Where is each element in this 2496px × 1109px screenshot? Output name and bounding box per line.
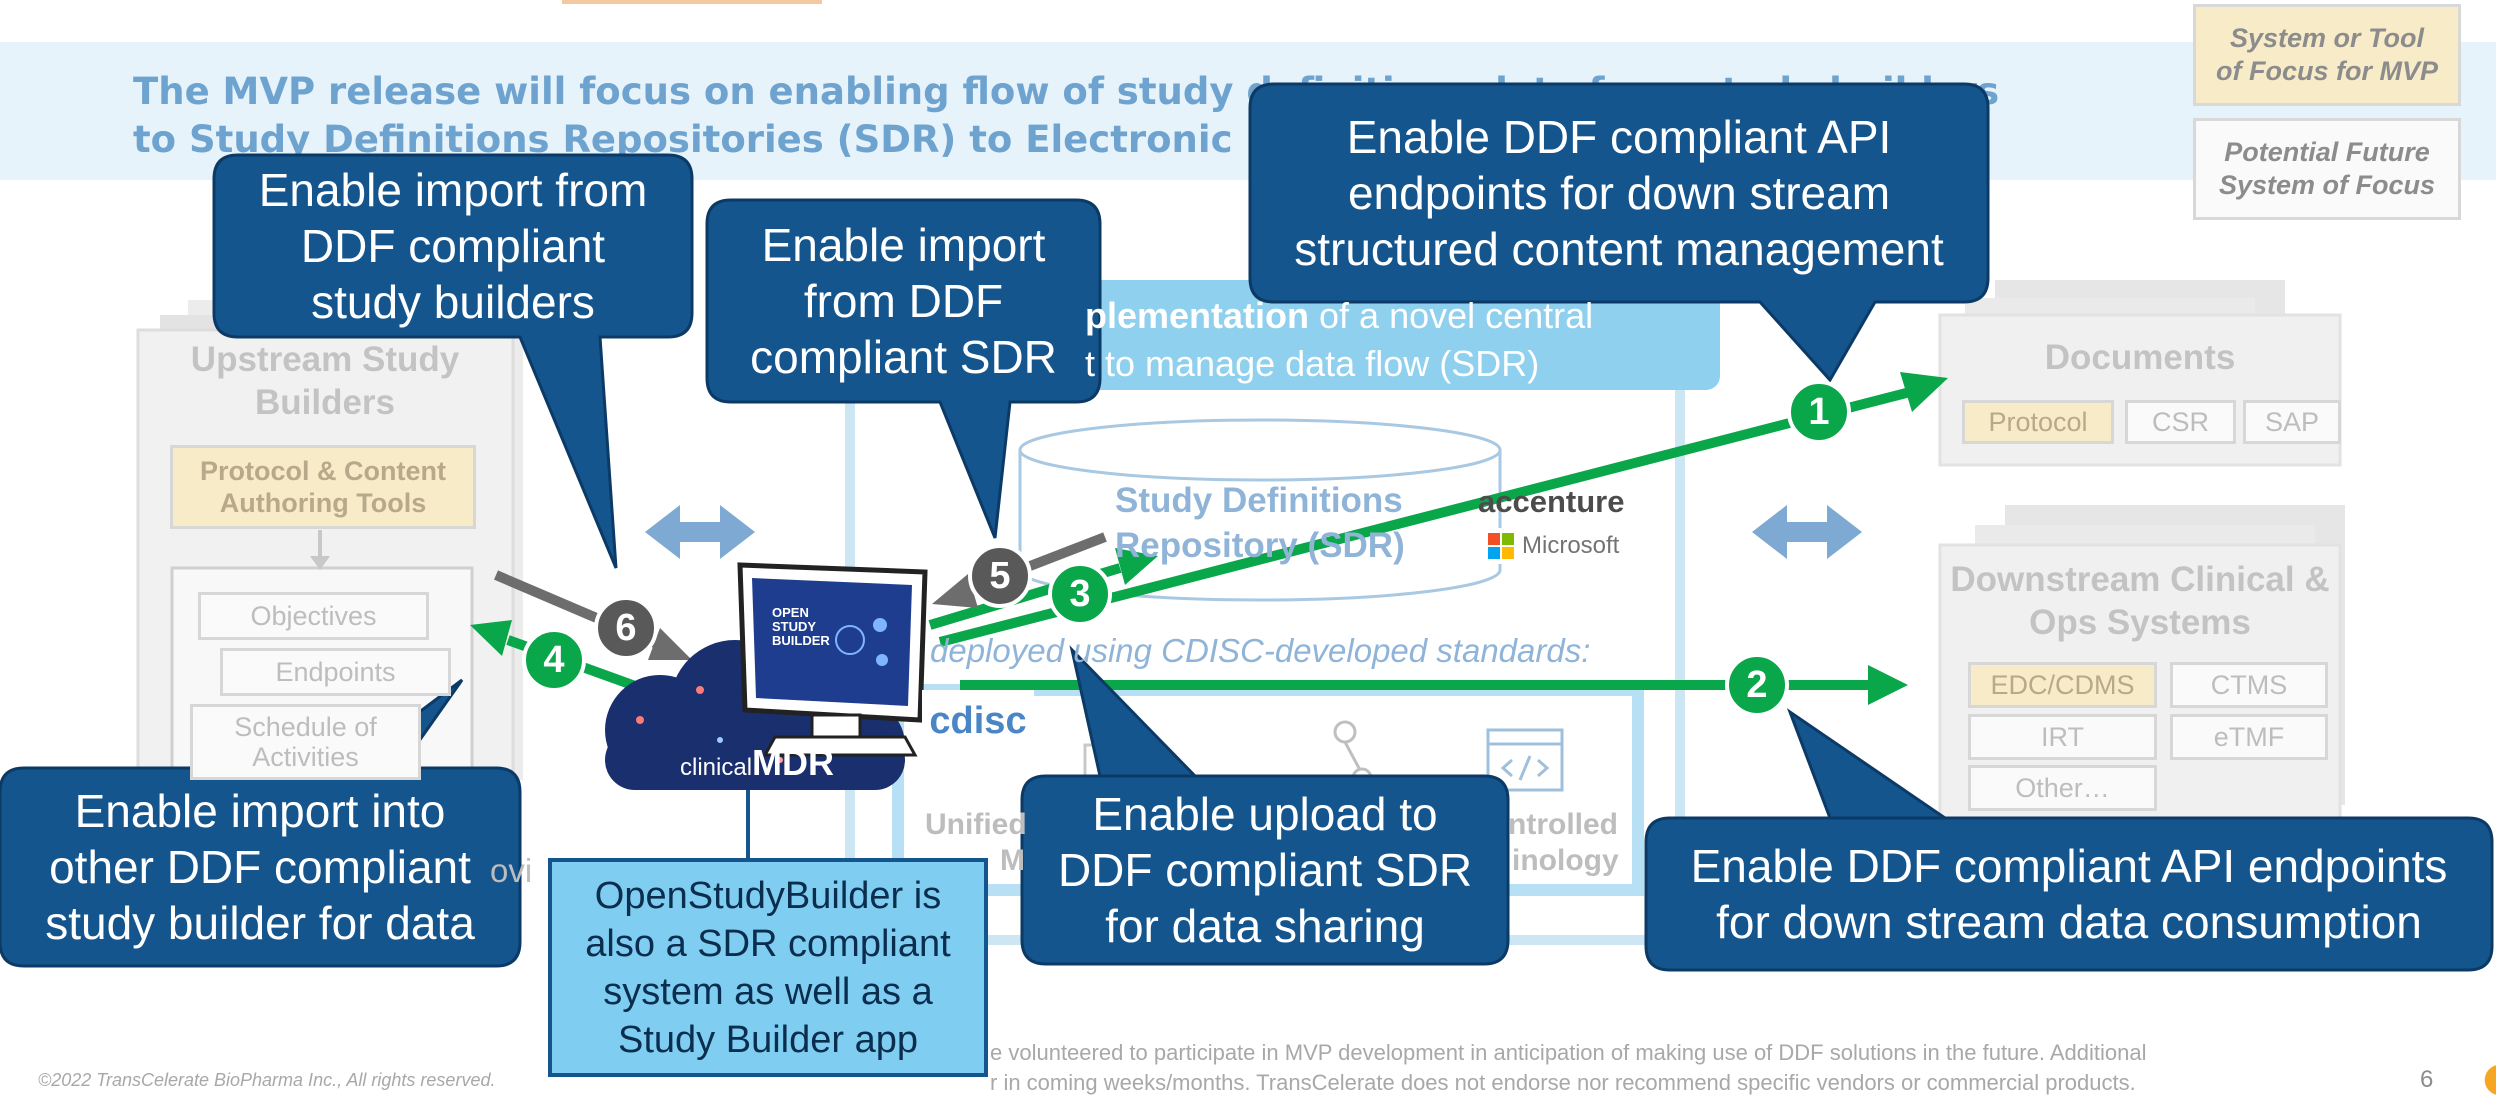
center-title: plementation of a novel central t to mana… [1085, 292, 1725, 388]
arrow-1-head [1900, 372, 1948, 412]
arrow-2-head [1868, 665, 1908, 705]
callout-1-shape [212, 153, 694, 569]
controlled-label-a: ntrolled [1508, 808, 1618, 841]
step-4-badge: 4 [522, 628, 586, 692]
center-title-rest: of a novel central [1309, 295, 1594, 336]
upstream-provider-fragment: ovi [490, 852, 533, 889]
callout-import-from-sdr: Enable import from DDF compliant SDR [750, 219, 1057, 383]
step-2-badge: 2 [1725, 653, 1789, 717]
arrow-5-head [932, 574, 978, 608]
legend-focus: System or Tool of Focus for MVP [2193, 4, 2461, 106]
microsoft-label: Microsoft [1522, 532, 1620, 559]
callout-6-shape [1644, 708, 2494, 972]
callout-upload-to-sdr: Enable upload to DDF compliant SDR for d… [1057, 788, 1473, 952]
legend-future: Potential Future System of Focus [2193, 118, 2461, 220]
sys-ctms: CTMS [2170, 662, 2328, 708]
sys-other: Other… [1968, 765, 2157, 811]
sys-irt: IRT [1968, 714, 2157, 760]
center-title-bold: plementation [1085, 295, 1310, 336]
sys-edc: EDC/CDMS [1968, 662, 2157, 708]
computer-monitor-icon [737, 562, 928, 757]
doc-protocol: Protocol [1962, 400, 2114, 444]
objectives-chip: Objectives [198, 592, 429, 640]
downstream-title: Downstream Clinical & Ops Systems [1950, 560, 2330, 642]
center-title-line2: t to manage data flow (SDR) [1085, 343, 1540, 384]
sdr-cylinder-top [1018, 418, 1502, 482]
step-3-badge: 3 [1048, 562, 1112, 626]
step-1-badge: 1 [1787, 380, 1851, 444]
endpoints-chip: Endpoints [220, 648, 451, 696]
arrow-4-head [470, 620, 512, 656]
osb-screen-title: OPEN STUDY BUILDER [772, 605, 830, 648]
transcelerate-logo-icon [2470, 1058, 2496, 1102]
osb-box [548, 858, 988, 1077]
top-accent-bar [562, 0, 822, 4]
callout-api-structured-content: Enable DDF compliant API endpoints for d… [1294, 111, 1944, 275]
step-5-badge: 5 [968, 544, 1032, 608]
page-number: 6 [2420, 1066, 2434, 1093]
upstream-title: Upstream Study Builders [190, 340, 460, 422]
unified-label-b: M [1000, 844, 1025, 877]
unified-label-a: Unified [925, 808, 1027, 841]
deployed-text: deployed using CDISC-developed standards… [930, 632, 1591, 669]
step-6-badge: 6 [594, 596, 658, 660]
sys-etmf: eTMF [2170, 714, 2328, 760]
microsoft-logo: Microsoft [1488, 528, 1626, 564]
authoring-tools-box: Protocol & Content Authoring Tools [170, 445, 476, 529]
clinical-mdr-logo: clinicalMDR [680, 742, 834, 784]
right-double-arrow [1752, 505, 1862, 559]
accenture-logo: accenture [1478, 484, 1625, 519]
footer-copyright: ©2022 TransCelerate BioPharma Inc., All … [38, 1070, 496, 1090]
left-double-arrow [645, 505, 755, 559]
code-window-icon [1486, 728, 1564, 792]
callout-import-from-builders: Enable import from DDF compliant study b… [258, 164, 648, 328]
arrow-3-head [1115, 548, 1158, 585]
callout-import-into-builder: Enable import into other DDF compliant s… [45, 785, 475, 949]
mdr-name: MDR [752, 742, 835, 783]
doc-csr: CSR [2125, 400, 2236, 444]
osb-note: OpenStudyBuilder is also a SDR compliant… [585, 874, 951, 1061]
footer-note-2: r in coming weeks/months. TransCelerate … [990, 1070, 2136, 1095]
doc-sap: SAP [2243, 400, 2341, 444]
documents-title: Documents [2044, 338, 2236, 377]
controlled-label-b: inology [1512, 844, 1619, 877]
callout-3-shape [1248, 82, 1990, 383]
microsoft-squares-icon [1488, 533, 1514, 559]
schedule-chip: Schedule of Activities [190, 704, 421, 780]
callout-api-data-consumption: Enable DDF compliant API endpoints for d… [1690, 840, 2448, 948]
callout-2-shape [705, 198, 1102, 539]
upstream-arrow-head [310, 556, 330, 570]
cdisc-logo: cdisc [922, 690, 1034, 752]
footer-note-1: e volunteered to participate in MVP deve… [990, 1040, 2147, 1065]
mdr-prefix: clinical [680, 754, 753, 781]
sdr-label: Study Definitions Repository (SDR) [1115, 481, 1405, 565]
arrow-6-head [648, 628, 692, 660]
callout-5-shape [1020, 645, 1510, 966]
